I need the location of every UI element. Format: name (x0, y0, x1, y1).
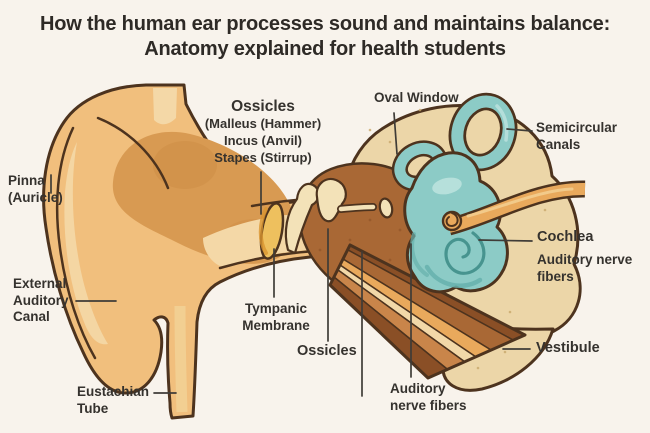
label-eac-line3: Canal (13, 309, 50, 325)
label-semi-line2: Canals (536, 136, 581, 152)
label-ossicles-detail: Ossicles (Malleus (Hammer) Incus (Anvil)… (193, 97, 333, 167)
label-pinna-line1: Pinna (8, 173, 45, 188)
label-cochlea: Cochlea (537, 229, 594, 245)
label-eust-line2: Tube (77, 400, 109, 416)
label-auditory-nerve-right: Auditory nerve fibers (537, 252, 632, 285)
vestibule-shade (410, 232, 429, 277)
malleus-shape (284, 182, 320, 255)
label-external-auditory-canal: External Auditory Canal (13, 276, 69, 326)
label-tympanic-membrane: Tympanic Membrane (233, 301, 319, 334)
nerve-bundle-outline (328, 243, 527, 380)
label-ossicles-heading: Ossicles (231, 98, 295, 115)
label-eust-line1: Eustachian (77, 384, 150, 399)
canal-loop-highlight (495, 104, 509, 142)
cochlea-shade (424, 264, 483, 288)
label-anb-line2: nerve fibers (390, 397, 467, 413)
label-auditory-nerve-bottom: Auditory nerve fibers (390, 381, 467, 414)
label-eac-line2: Auditory (13, 292, 69, 308)
label-eac-line1: External (13, 276, 67, 291)
nerve-tube-highlight (466, 187, 574, 218)
semicircular-canals-leader (506, 128, 533, 132)
nerve-tube-group (441, 180, 586, 236)
auditory-nerve-bundle (328, 243, 527, 380)
label-anr-line2: fibers (537, 268, 574, 284)
membrane-shading (258, 207, 268, 255)
label-pinna: Pinna (Auricle) (8, 173, 63, 206)
tympanic-ossicles-group (258, 177, 394, 260)
label-incus: Incus (Anvil) (223, 133, 302, 149)
vestibule-highlight (432, 177, 462, 195)
helix-highlight (64, 142, 108, 345)
label-oval-window: Oval Window (374, 90, 459, 105)
leader-lines (50, 112, 533, 397)
stapes-oval-window-shape (378, 197, 394, 219)
label-anr-line1: Auditory nerve (537, 252, 633, 267)
label-malleus: (Malleus (Hammer) (204, 116, 322, 132)
label-semi-line1: Semicircular (536, 120, 618, 135)
title-line-2: balance: Anatomy explained for health st… (144, 13, 611, 60)
cochlea-leader (478, 239, 533, 242)
antihelix-fold-line (96, 116, 170, 190)
label-stapes: Stapes (Stirrup) (214, 150, 312, 165)
helix-inner-fold-line (55, 126, 97, 360)
label-tymp-line2: Membrane (242, 317, 310, 333)
page-title: How the human ear processes sound and ma… (0, 12, 650, 62)
oval-window-leader (393, 112, 398, 155)
concha-stipple-a (153, 141, 217, 189)
label-eustachian-tube: Eustachian Tube (77, 384, 149, 417)
label-tymp-line1: Tympanic (244, 301, 307, 316)
label-anb-line1: Auditory (390, 381, 446, 396)
nerve-tube-curl-line (445, 212, 459, 227)
stapes-strut (338, 204, 376, 212)
cochlea-spiral (444, 231, 486, 275)
title-line-1: How the human ear processes sound and ma… (39, 13, 526, 35)
eustachian-tube-interior (174, 305, 188, 413)
skin-stub-highlight (153, 88, 177, 125)
label-ossicles-bottom: Ossicles (297, 343, 357, 359)
label-pinna-line2: (Auricle) (8, 189, 63, 205)
label-semicircular-canals: Semicircular Canals (536, 120, 617, 153)
label-vestibule: Vestibule (536, 340, 600, 356)
